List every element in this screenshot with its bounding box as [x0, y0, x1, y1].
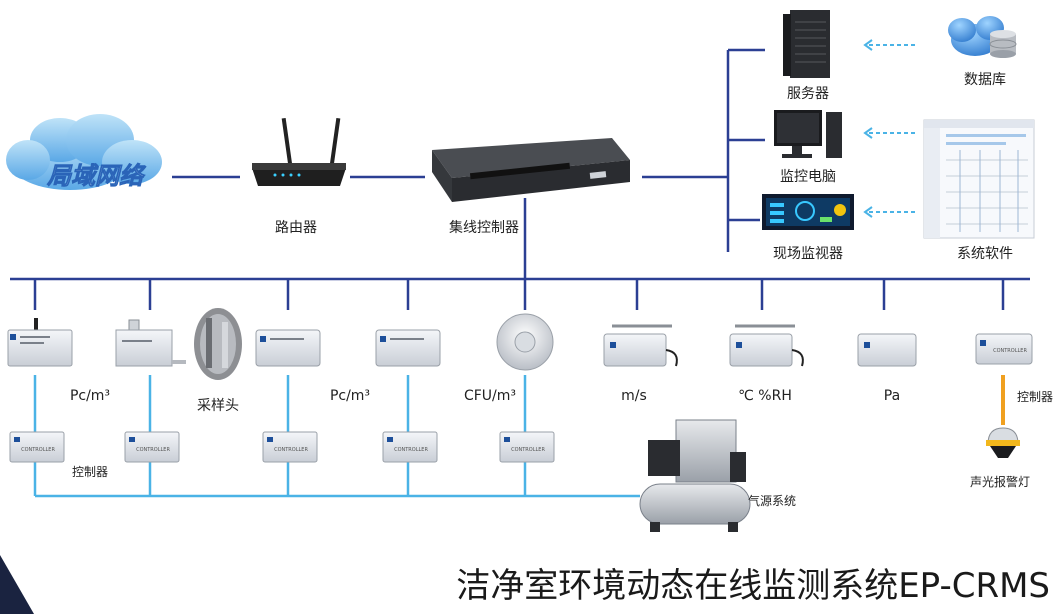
pc2-label: Pc/m³ [330, 388, 370, 404]
software-label: 系统软件 [957, 246, 1013, 262]
router-icon [252, 117, 346, 186]
air-compressor-icon [639, 419, 751, 532]
connection-lines [10, 48, 1030, 310]
alarm-light-icon [986, 427, 1020, 458]
remote-particle-sensor-icon [255, 329, 321, 367]
pc1-label: Pc/m³ [70, 388, 110, 404]
pressure-label: Pa [884, 388, 900, 404]
monitor-pc-label: 监控电脑 [780, 169, 836, 185]
controller-icon: CONTROLLER [499, 431, 555, 463]
lan-label: 局域网络 [46, 162, 147, 190]
wind-label: m/s [621, 388, 647, 404]
sensor-controller-links [33, 375, 640, 498]
corner-decoration [0, 555, 34, 614]
database-icon [948, 16, 1017, 58]
lan-cloud-icon [6, 114, 162, 190]
remote-particle-sensor-icon [115, 319, 186, 367]
site-monitor-label: 现场监视器 [773, 246, 843, 262]
controller-tag: CONTROLLER [274, 447, 308, 453]
controller-icon: CONTROLLER [9, 431, 65, 463]
controller-icon: CONTROLLER [262, 431, 318, 463]
page-title: 洁净室环境动态在线监测系统EP-CRMS [456, 566, 1050, 606]
controller-tag: CONTROLLER [394, 447, 428, 453]
server-icon [783, 10, 830, 78]
controller-icon: CONTROLLER [382, 431, 438, 463]
temp-rh-label: ℃ %RH [738, 388, 792, 404]
sampling-head-photo [194, 308, 242, 380]
software-screenshot-icon [923, 119, 1035, 239]
router-label: 路由器 [275, 220, 317, 236]
data-flow-arrows [866, 44, 915, 213]
pressure-sensor-icon [857, 333, 917, 367]
controller-tag: CONTROLLER [993, 348, 1027, 354]
controller-tag: CONTROLLER [511, 447, 545, 453]
controller-tag: CONTROLLER [21, 447, 55, 453]
database-label: 数据库 [964, 72, 1006, 88]
controller-left-label: 控制器 [72, 465, 108, 479]
server-label: 服务器 [787, 86, 829, 102]
hub-label: 集线控制器 [449, 219, 519, 236]
sampler-label: 采样头 [197, 398, 239, 414]
temp-humidity-sensor-icon [729, 324, 804, 367]
air-source-label: 气源系统 [748, 493, 796, 508]
particle-counter-icon [7, 318, 73, 367]
cfu-label: CFU/m³ [464, 388, 516, 404]
controller-right-label: 控制器 [1017, 390, 1053, 404]
microbial-sampler-icon [496, 313, 554, 371]
controller-tag: CONTROLLER [136, 447, 170, 453]
remote-particle-sensor-icon [375, 329, 441, 367]
site-monitor-icon [762, 194, 854, 230]
arrow-head [863, 39, 873, 51]
controller-icon: CONTROLLER [124, 431, 180, 463]
wind-speed-sensor-icon [603, 324, 678, 367]
monitor-pc-icon [774, 110, 842, 158]
controller-icon: CONTROLLER [975, 333, 1033, 365]
hub-switch-icon [432, 138, 630, 202]
arrow-head [863, 127, 873, 139]
arrow-head [863, 206, 873, 218]
alarm-label: 声光报警灯 [970, 474, 1030, 489]
